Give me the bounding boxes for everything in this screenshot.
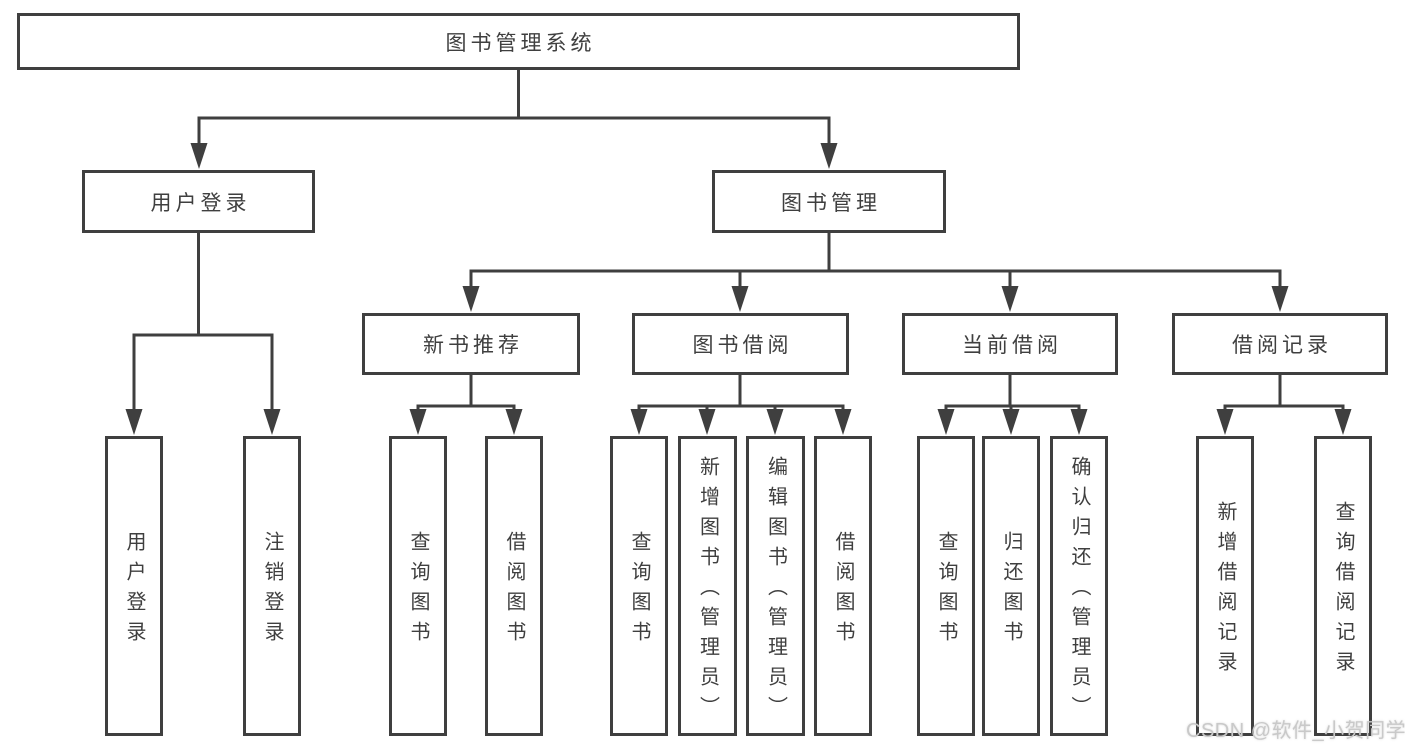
arrowhead-icon [1001,286,1019,312]
connector-book-management-children [462,231,1289,312]
node-user-login-label: 用户登录 [150,191,251,215]
leaf-user-login: 用户登录 [105,436,163,736]
connector-borrowing-records-children [1216,373,1352,435]
leaf-cb-confirm-return-admin: 确认归还（管理员） [1050,436,1108,736]
leaf-br-query-record: 查询借阅记录 [1314,436,1372,736]
leaf-bb-edit-books-admin-label: 编辑图书（管理员） [764,456,787,726]
leaf-nbr-borrow-books-label: 借阅图书 [503,531,525,651]
node-current-borrowing: 当前借阅 [902,313,1118,375]
arrowhead-icon [409,409,427,435]
node-root-label: 图书管理系统 [445,31,596,55]
leaf-br-add-record: 新增借阅记录 [1196,436,1254,736]
arrowhead-icon [1216,409,1234,435]
leaf-bb-borrow-books: 借阅图书 [814,436,872,736]
node-book-management: 图书管理 [712,170,946,233]
leaf-bb-borrow-books-label: 借阅图书 [832,531,854,651]
connector-book-borrowing-children [630,373,852,435]
arrowhead-icon [462,286,480,312]
leaf-user-login-label: 用户登录 [123,531,145,651]
leaf-bb-add-books-admin-label: 新增图书（管理员） [696,456,719,726]
leaf-cb-return-books-label: 归还图书 [1000,531,1022,651]
leaf-nbr-borrow-books: 借阅图书 [485,436,543,736]
leaf-bb-add-books-admin: 新增图书（管理员） [678,436,737,736]
node-book-borrowing-label: 图书借阅 [692,334,793,357]
node-borrowing-records: 借阅记录 [1172,313,1388,375]
leaf-logout-label: 注销登录 [261,531,283,651]
arrowhead-icon [766,409,784,435]
node-new-book-recommend-label: 新书推荐 [423,334,523,357]
watermark: CSDN @软件_小贺同学 [1186,720,1405,742]
leaf-br-add-record-label: 新增借阅记录 [1214,501,1236,681]
connector-user-login-children [125,231,281,435]
arrowhead-icon [1070,409,1088,435]
leaf-cb-confirm-return-admin-label: 确认归还（管理员） [1068,456,1090,726]
arrowhead-icon [698,409,716,435]
arrowhead-icon [190,143,208,169]
arrowhead-icon [505,409,523,435]
leaf-cb-return-books: 归还图书 [982,436,1040,736]
arrowhead-icon [820,143,838,169]
node-new-book-recommend: 新书推荐 [362,313,580,375]
arrowhead-icon [937,409,955,435]
node-user-login: 用户登录 [82,170,315,233]
leaf-logout: 注销登录 [243,436,301,736]
node-root: 图书管理系统 [17,13,1020,70]
arrowhead-icon [834,409,852,435]
leaf-cb-query-books-label: 查询图书 [935,531,957,651]
leaf-cb-query-books: 查询图书 [917,436,975,736]
arrowhead-icon [1334,409,1352,435]
leaf-bb-query-books-label: 查询图书 [628,531,650,651]
leaf-bb-edit-books-admin: 编辑图书（管理员） [746,436,805,736]
node-current-borrowing-label: 当前借阅 [962,334,1062,357]
arrowhead-icon [731,286,749,312]
arrowhead-icon [630,409,648,435]
leaf-nbr-query-books: 查询图书 [389,436,447,736]
node-borrowing-records-label: 借阅记录 [1232,334,1332,357]
arrowhead-icon [1271,286,1289,312]
node-book-borrowing: 图书借阅 [632,313,849,375]
leaf-bb-query-books: 查询图书 [610,436,668,736]
connector-current-borrowing-children [937,373,1088,435]
node-book-management-label: 图书管理 [781,191,881,215]
leaf-nbr-query-books-label: 查询图书 [407,531,429,651]
arrowhead-icon [125,409,143,435]
connector-new-book-recommend-children [409,373,523,435]
leaf-br-query-record-label: 查询借阅记录 [1332,501,1354,681]
arrowhead-icon [1002,409,1020,435]
arrowhead-icon [263,409,281,435]
connector-root-to-level2 [190,68,838,169]
